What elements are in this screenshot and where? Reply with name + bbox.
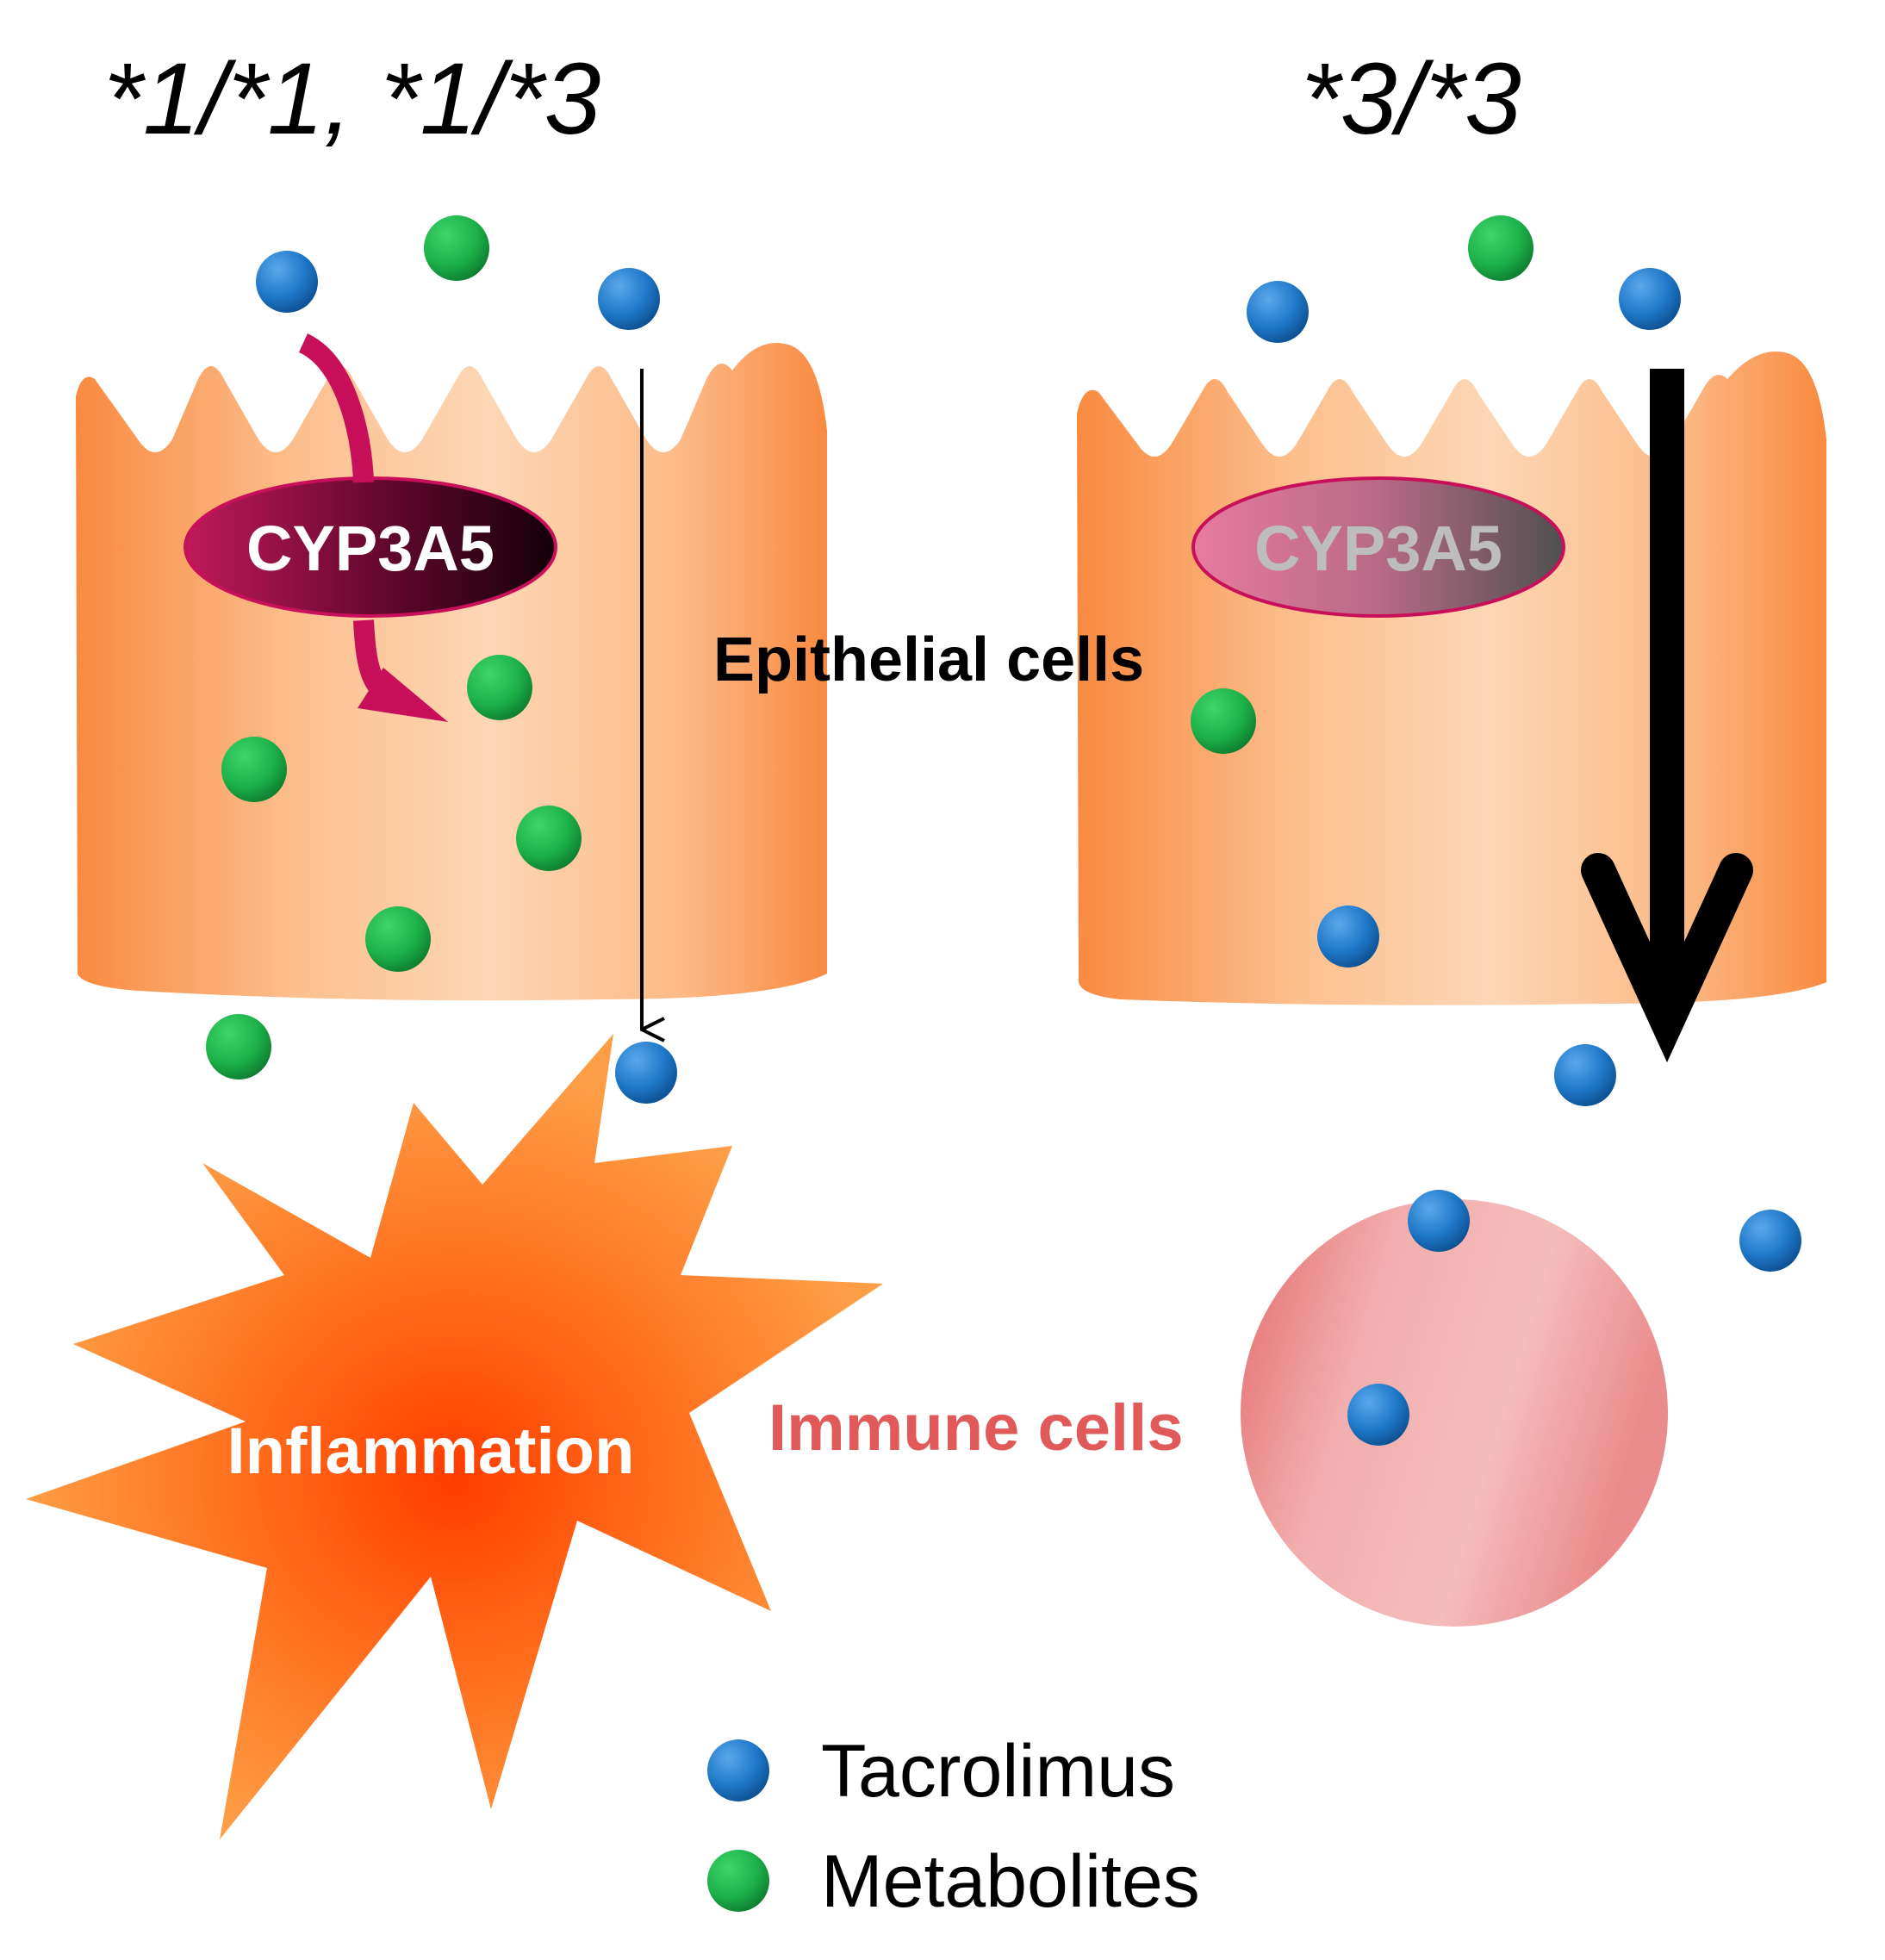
genotype-right-heading: *3/*3 xyxy=(1301,42,1521,156)
transport-arrowhead-thick xyxy=(1581,853,1753,1063)
inflammation-label: Inflammation xyxy=(227,1415,635,1488)
cyp3a5-inactive-label: CYP3A5 xyxy=(1254,513,1502,584)
metabolite-molecule xyxy=(1191,688,1256,754)
metabolite-molecule xyxy=(516,806,582,871)
metabolite-molecule xyxy=(424,215,489,281)
genotype-left-heading: *1/*1, *1/*3 xyxy=(103,42,600,156)
tacrolimus-molecule xyxy=(1247,281,1309,343)
tacrolimus-molecule xyxy=(1739,1210,1801,1272)
legend: Tacrolimus Metabolites xyxy=(707,1730,1200,1923)
tacrolimus-molecule xyxy=(1619,268,1681,330)
tacrolimus-molecule xyxy=(256,251,318,313)
legend-metabolites-label: Metabolites xyxy=(821,1840,1200,1923)
cyp3a5-inactive-enzyme xyxy=(1191,476,1565,618)
cyp3a5-active-label: CYP3A5 xyxy=(246,513,495,584)
tacrolimus-molecule xyxy=(1317,905,1379,968)
tacrolimus-molecule xyxy=(1347,1384,1409,1446)
metabolite-molecule xyxy=(365,906,431,972)
metabolism-arrowhead xyxy=(358,668,448,722)
tacrolimus-molecule xyxy=(615,1042,677,1104)
tacrolimus-molecule xyxy=(598,268,660,330)
metabolite-molecule xyxy=(467,655,532,720)
tacrolimus-molecule xyxy=(1408,1190,1470,1252)
epithelial-cells-label: Epithelial cells xyxy=(713,625,1144,694)
legend-tacrolimus-label: Tacrolimus xyxy=(821,1730,1175,1813)
immune-cell xyxy=(1241,1199,1668,1627)
metabolite-molecule xyxy=(1468,215,1534,281)
legend-tacrolimus-swatch xyxy=(707,1739,769,1801)
metabolite-molecule xyxy=(206,1014,271,1080)
metabolite-molecule xyxy=(221,737,287,802)
immune-cells-label: Immune cells xyxy=(768,1391,1184,1465)
inflammation-star xyxy=(26,1034,883,1839)
tacrolimus-molecule xyxy=(1554,1044,1616,1106)
legend-metabolites-swatch xyxy=(707,1850,769,1912)
